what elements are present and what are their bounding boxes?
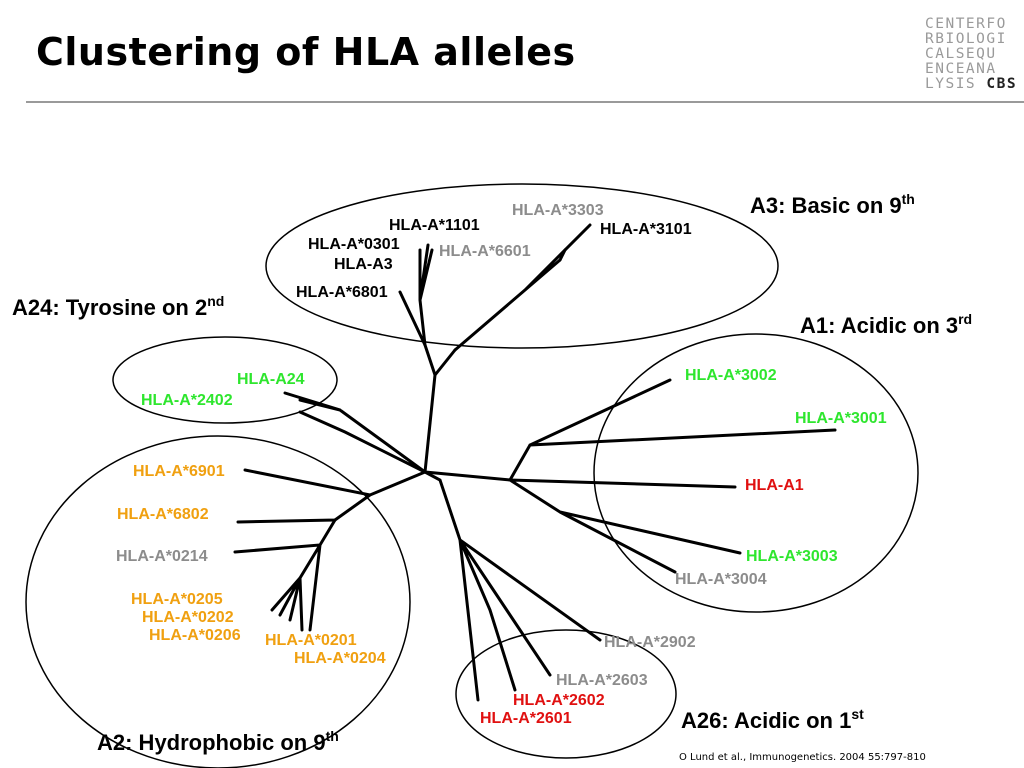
logo-line-5: LYSIS CBS: [925, 77, 1017, 92]
allele-label-0204: HLA-A*0204: [294, 650, 386, 667]
title-divider: [26, 101, 1024, 103]
logo-line-3: CALSEQU: [925, 46, 997, 62]
logo-line-2: RBIOLOGI: [925, 31, 1007, 47]
branch-stem-top: [423, 373, 437, 474]
branch-6601: [558, 248, 567, 262]
ellipse-a26: [455, 629, 677, 759]
group-label-a24: A24: Tyrosine on 2nd: [12, 293, 224, 320]
allele-label-6802: HLA-A*6802: [117, 506, 209, 523]
ellipse-a2: [25, 435, 411, 768]
allele-label-0214: HLA-A*0214: [116, 548, 208, 565]
group-label-a2: A2: Hydrophobic on 9th: [97, 728, 339, 755]
branch-a1: [423, 378, 837, 574]
logo-line-1: CENTERFO: [925, 16, 1007, 32]
allele-label-2402: HLA-A*2402: [141, 392, 233, 409]
allele-label-0201: HLA-A*0201: [265, 632, 357, 649]
group-label-a3: A3: Basic on 9th: [750, 191, 915, 218]
slide-title: Clustering of HLA alleles: [36, 30, 576, 74]
allele-label-3002: HLA-A*3002: [685, 367, 777, 384]
citation: O Lund et al., Immunogenetics. 2004 55:7…: [679, 752, 926, 763]
cbs-logo: CENTERFO RBIOLOGI CALSEQU ENCEANA LYSIS …: [925, 17, 1017, 92]
branch-a3-split: [423, 343, 457, 377]
branch-a2-lower: [233, 518, 337, 632]
branch-a2-upper: [236, 468, 427, 524]
ellipse-a24: [112, 336, 338, 424]
allele-label-2603: HLA-A*2603: [556, 672, 648, 689]
allele-label-a24: HLA-A24: [237, 371, 305, 388]
logo-line-4: ENCEANA: [925, 61, 997, 77]
group-label-a1: A1: Acidic on 3rd: [800, 311, 972, 338]
allele-label-3303: HLA-A*3303: [512, 202, 604, 219]
allele-label-3001: HLA-A*3001: [795, 410, 887, 427]
allele-label-a1: HLA-A1: [745, 477, 804, 494]
logo-cbs: CBS: [986, 76, 1018, 92]
group-label-a3-text: A3: Basic on 9: [750, 193, 902, 218]
allele-label-2902: HLA-A*2902: [604, 634, 696, 651]
group-label-a26-sup: st: [851, 706, 864, 722]
allele-label-a3: HLA-A3: [334, 256, 393, 273]
group-label-a24-sup: nd: [207, 293, 224, 309]
allele-label-0205: HLA-A*0205: [131, 591, 223, 608]
group-label-a1-text: A1: Acidic on 3: [800, 313, 958, 338]
ellipse-a3: [265, 183, 779, 349]
allele-label-3003: HLA-A*3003: [746, 548, 838, 565]
branch-left-a3: [398, 243, 434, 347]
allele-label-0301: HLA-A*0301: [308, 236, 400, 253]
allele-label-6601: HLA-A*6601: [439, 243, 531, 260]
ellipse-a1: [593, 333, 919, 613]
tree-branches: [233, 223, 837, 702]
group-label-a26-text: A26: Acidic on 1: [681, 708, 851, 733]
branch-a24: [283, 391, 427, 474]
allele-label-6901: HLA-A*6901: [133, 463, 225, 480]
group-label-a2-sup: th: [326, 728, 339, 744]
group-label-a26: A26: Acidic on 1st: [681, 706, 864, 733]
branch-3303-3101: [453, 223, 592, 352]
allele-label-6801: HLA-A*6801: [296, 284, 388, 301]
group-label-a3-sup: th: [902, 191, 915, 207]
allele-label-0202: HLA-A*0202: [142, 609, 234, 626]
allele-label-3101: HLA-A*3101: [600, 221, 692, 238]
allele-label-2602: HLA-A*2602: [513, 692, 605, 709]
branch-a26: [423, 470, 602, 702]
logo-line-5-text: LYSIS: [925, 76, 987, 92]
allele-label-2601: HLA-A*2601: [480, 710, 572, 727]
allele-label-3004: HLA-A*3004: [675, 571, 767, 588]
allele-label-0206: HLA-A*0206: [149, 627, 241, 644]
allele-label-1101: HLA-A*1101: [389, 217, 480, 234]
group-label-a2-text: A2: Hydrophobic on 9: [97, 730, 326, 755]
group-label-a24-text: A24: Tyrosine on 2: [12, 295, 207, 320]
group-label-a1-sup: rd: [958, 311, 972, 327]
